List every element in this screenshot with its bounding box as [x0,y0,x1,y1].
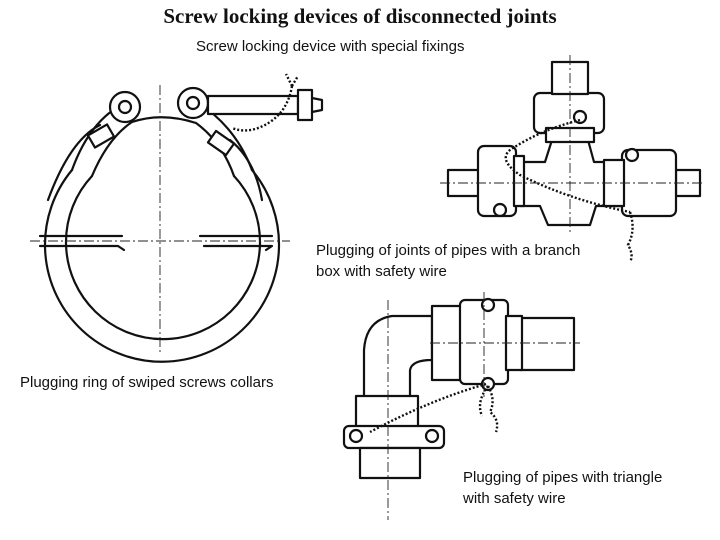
elbow-collar [354,394,420,432]
page-title: Screw locking devices of disconnected jo… [163,4,557,28]
ring-safety-wire [231,73,300,132]
caption-branch-box-line2: box with safety wire [316,263,447,280]
caption-triangle-line2: with safety wire [463,490,566,507]
branch-box-drawing [440,55,704,263]
caption-branch-box-line1: Plugging of joints of pipes with a branc… [316,242,581,259]
caption-ring: Plugging ring of swiped screws collars [20,374,274,391]
triangle-elbow-drawing [342,292,580,520]
caption-branch-box: Plugging of joints of pipes with a branc… [316,240,580,282]
elbow-pipe-right [518,316,576,372]
ring-inner [64,174,262,341]
caption-triangle-line1: Plugging of pipes with triangle [463,469,663,486]
ring-bolt-nut [296,88,314,122]
ring-shield-right [206,129,236,157]
elbow-safety-wire [369,382,499,434]
ring-shield-left [86,123,116,149]
ring-split-line [38,234,274,252]
ring-outer [43,168,281,363]
ring-lug-right [176,86,210,120]
caption-triangle: Plugging of pipes with triangle with saf… [463,467,662,509]
ring-lug-left [108,90,142,124]
elbow-body [362,314,434,402]
caption-special-fixings: Screw locking device with special fixing… [196,38,465,55]
ring-strap [46,123,264,202]
tee-safety-wire [504,118,634,263]
ring-clamp-drawing [30,73,324,363]
elbow-pipe-bottom [358,446,422,480]
